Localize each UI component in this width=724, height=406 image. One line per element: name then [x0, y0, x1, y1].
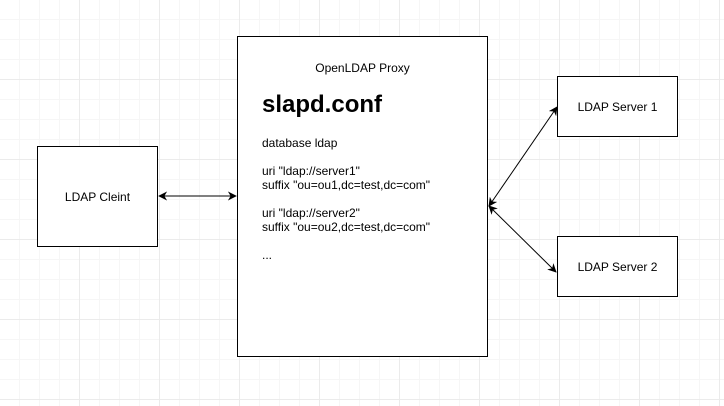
config-body: database ldap uri "ldap://server1" suffi… — [262, 136, 430, 262]
proxy-title: OpenLDAP Proxy — [315, 61, 410, 75]
connector-proxy-server1[interactable] — [488, 106, 558, 207]
config-line: uri "ldap://server1" — [262, 164, 360, 178]
ldap-server-1-label: LDAP Server 1 — [577, 99, 658, 114]
config-line: ... — [262, 248, 273, 262]
ldap-client-label: LDAP Cleint — [64, 189, 131, 204]
config-line-blank — [262, 192, 430, 206]
ldap-server-2-node[interactable]: LDAP Server 2 — [557, 236, 678, 297]
ldap-server-1-node[interactable]: LDAP Server 1 — [557, 76, 678, 137]
config-line: database ldap — [262, 136, 338, 150]
config-line-blank — [262, 234, 430, 248]
config-line: uri "ldap://server2" — [262, 206, 360, 220]
ldap-client-node[interactable]: LDAP Cleint — [37, 146, 158, 247]
config-heading: slapd.conf — [262, 91, 383, 118]
config-line: suffix "ou=ou2,dc=test,dc=com" — [262, 220, 431, 234]
connector-proxy-server2[interactable] — [488, 205, 557, 273]
ldap-server-2-label: LDAP Server 2 — [577, 259, 658, 274]
config-line: suffix "ou=ou1,dc=test,dc=com" — [262, 178, 431, 192]
config-line-blank — [262, 150, 430, 164]
openldap-proxy-node[interactable]: OpenLDAP Proxy slapd.conf database ldap … — [237, 36, 488, 357]
